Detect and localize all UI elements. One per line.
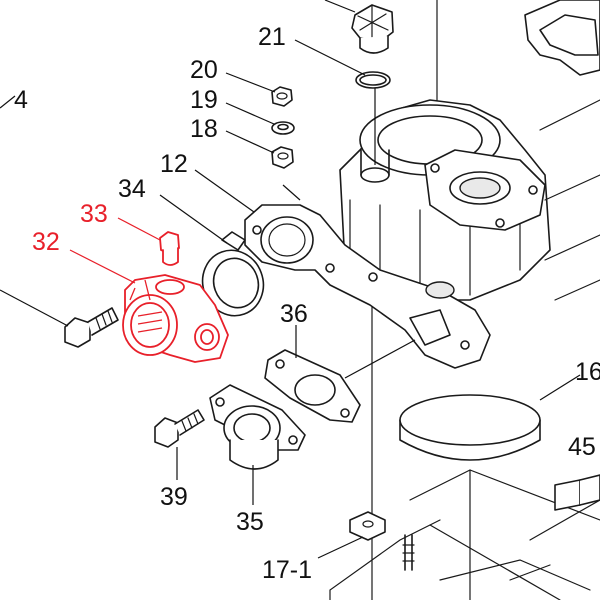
washer-19 <box>271 121 295 135</box>
callout-32: 32 <box>32 228 60 256</box>
engine-housing <box>329 0 600 600</box>
callout-labels: 4 21 20 19 18 12 34 33 32 36 16 45 39 35… <box>14 23 600 584</box>
callout-36: 36 <box>280 300 308 328</box>
seal-34 <box>201 231 265 317</box>
nut-20 <box>271 86 293 107</box>
clip-17-1 <box>349 511 415 571</box>
cap-21 <box>351 4 394 89</box>
gasket-36 <box>264 349 361 423</box>
callout-20: 20 <box>190 56 218 84</box>
cover-16 <box>399 394 541 461</box>
callout-33: 33 <box>80 200 108 228</box>
flange-32-highlighted <box>122 274 229 363</box>
bracket-45 <box>554 474 600 511</box>
callout-45: 45 <box>568 433 596 461</box>
outlet-35 <box>209 384 306 470</box>
plug-33-highlighted <box>159 231 180 266</box>
callout-19: 19 <box>190 86 218 114</box>
callout-16: 16 <box>575 358 600 386</box>
callout-4: 4 <box>14 86 28 114</box>
bolt-4 <box>64 307 119 348</box>
leader-lines <box>0 0 581 559</box>
callout-12: 12 <box>160 150 188 178</box>
callout-21: 21 <box>258 23 286 51</box>
callout-34: 34 <box>118 175 146 203</box>
nut-18 <box>271 146 294 169</box>
callout-35: 35 <box>236 508 264 536</box>
callout-17-1: 17-1 <box>262 556 312 584</box>
callout-18: 18 <box>190 115 218 143</box>
bolt-39 <box>154 409 205 448</box>
callout-39: 39 <box>160 483 188 511</box>
water-pipe-12 <box>244 204 491 369</box>
